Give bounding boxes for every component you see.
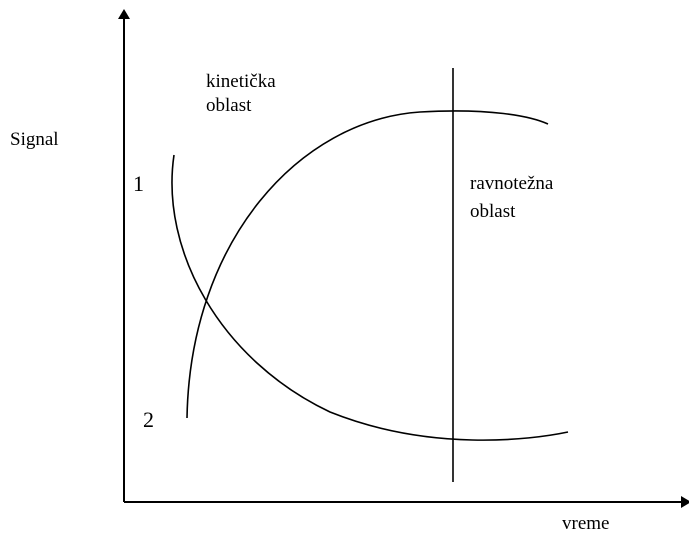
curve-2-label: 2 <box>143 407 154 432</box>
equilibrium-region-label-line2: oblast <box>470 201 516 222</box>
curve-2 <box>186 110 549 419</box>
x-axis-label: vreme <box>562 513 610 534</box>
curve-1-label: 1 <box>133 171 144 196</box>
kinetic-region-label-line1: kinetička <box>206 71 276 92</box>
equilibrium-region-label-line1: ravnotežna <box>470 173 554 194</box>
kinetic-region-label-line2: oblast <box>206 95 252 116</box>
curve-1 <box>171 154 569 441</box>
y-axis-label: Signal <box>10 129 59 150</box>
